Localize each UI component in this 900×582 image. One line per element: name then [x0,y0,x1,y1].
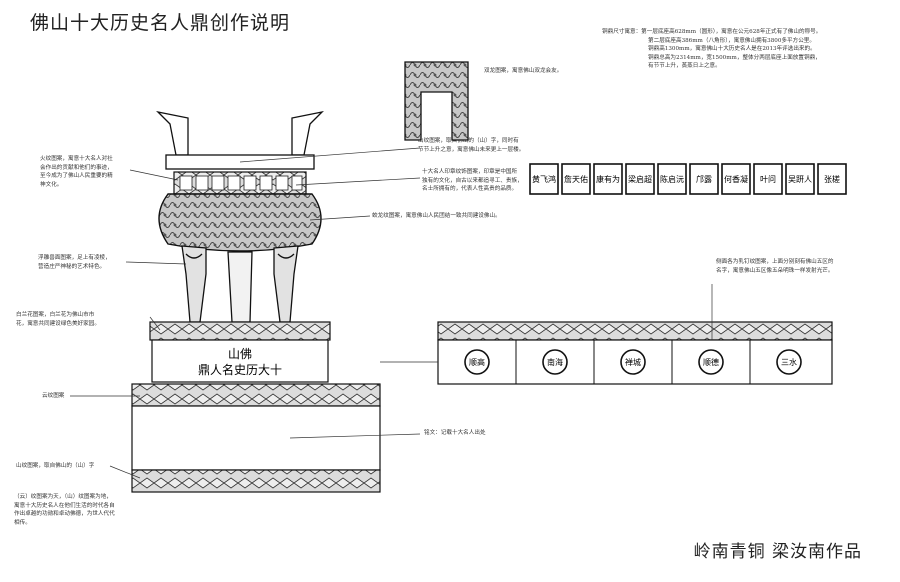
svg-text:康有为: 康有为 [596,174,620,184]
note-cemian: 侧面各为乳钉纹图案，上面分别刻有佛山五区的 名字，寓意佛山五区像五朵明珠一样发射… [716,259,834,274]
note-yinzhang: 十大名人印章纹饰图案，印章是中国所 独有的文化，自古以来都追寻工、贵族， 名士所… [422,169,523,193]
district-seals: 顺高 南海 禅城 顺德 三水 [464,349,802,375]
note-bailan: 白兰花图案，白兰花为佛山市市 花，寓意共同建设绿色美好家园。 [16,312,100,327]
inscription-bottom: 鼎人名史历大十 [198,362,282,377]
spec-line: 铜鼎总高为2314mm，宽1500mm，整体分两层底座上面放置铜鼎， [648,54,821,61]
page-title: 佛山十大历史名人鼎创作说明 [30,12,291,34]
ding-handles [156,110,324,156]
svg-text:吴趼人: 吴趼人 [788,175,812,184]
ding-body [158,193,322,252]
svg-text:陈启沅: 陈启沅 [660,174,684,184]
svg-text:禅城: 禅城 [625,357,641,367]
leader-lines [70,147,713,479]
svg-text:黄飞鸿: 黄飞鸿 [532,174,556,184]
spec-line: 铜鼎高1300mm，寓意佛山十大历史名人是在2013年评选出来的。 [648,46,816,53]
name-seals: 黄飞鸿 詹天佑 康有为 梁启超 陈启沅 邝露 何香凝 叶问 吴趼人 张槎 [529,163,847,195]
inscription-top: 山佛 [228,347,252,361]
svg-text:顺高: 顺高 [469,357,485,367]
svg-text:何香凝: 何香凝 [724,174,748,184]
note-shanwen: 山纹图案，取自佛山的（山）字，同时有 节节上升之意，寓意佛山未来更上一层楼。 [418,138,525,153]
side-panel-frieze [437,321,833,341]
spec-line: 第二层底座高386mm（八角形），寓意佛山拥有3800多平方公里。 [648,37,815,44]
note-shanwen-base: 山纹图案，取自佛山的（山）字 [16,463,95,469]
svg-text:叶问: 叶问 [760,175,776,184]
svg-text:梁启超: 梁启超 [628,174,652,184]
dimension-notes: 铜鼎尺寸寓意：第一层底座高628mm（圆形），寓意在公元628年正式有了佛山的称… [602,28,872,71]
note-jiaolong: 蛟龙纹图案，寓意佛山人民团结一致共同建设佛山。 [372,213,501,219]
svg-text:南海: 南海 [547,357,563,367]
band-seals [179,175,303,191]
pedestal-lower-base [131,469,381,493]
svg-text:邝露: 邝露 [696,174,712,184]
ding-legs [181,245,299,323]
svg-text:张槎: 张槎 [824,174,840,184]
note-shuanglong: 双龙图案，寓意佛山双龙会友。 [484,68,563,74]
author-credit: 岭南青铜 梁汝南作品 [693,542,862,562]
pedestal-upper-frieze [149,321,331,341]
svg-text:詹天佑: 詹天佑 [564,174,588,184]
pedestal-lower-frieze [131,383,381,407]
svg-text:顺德: 顺德 [703,357,719,367]
note-mingwen: 铭文：记载十大名人出处 [424,430,486,436]
side-panel-dividers [515,340,751,384]
note-bottom: （云）纹图案为天，（山）纹图案为地， 寓意十大历史名人在他们生活的时代各自 作出… [14,494,115,526]
note-fudiao: 浮雕兽面图案，足上有凌棱， 营造庄严神秘的艺术特色。 [38,255,111,270]
handle-detail [404,61,469,141]
svg-text:三水: 三水 [781,357,797,367]
spec-line: 铜鼎尺寸寓意：第一层底座高628mm（圆形），寓意在公元628年正式有了佛山的称… [602,29,822,35]
pedestal-upper [151,339,329,383]
note-huowen: 火纹图案，寓意十大名人对社 会作出的贡献和他们的事迹， 至今成为了佛山人民重要的… [40,156,113,188]
spec-line: 有节节上升，蒸蒸日上之意。 [648,63,721,70]
pedestal-lower [131,405,381,471]
note-yunwen: 云纹图案 [42,393,65,399]
